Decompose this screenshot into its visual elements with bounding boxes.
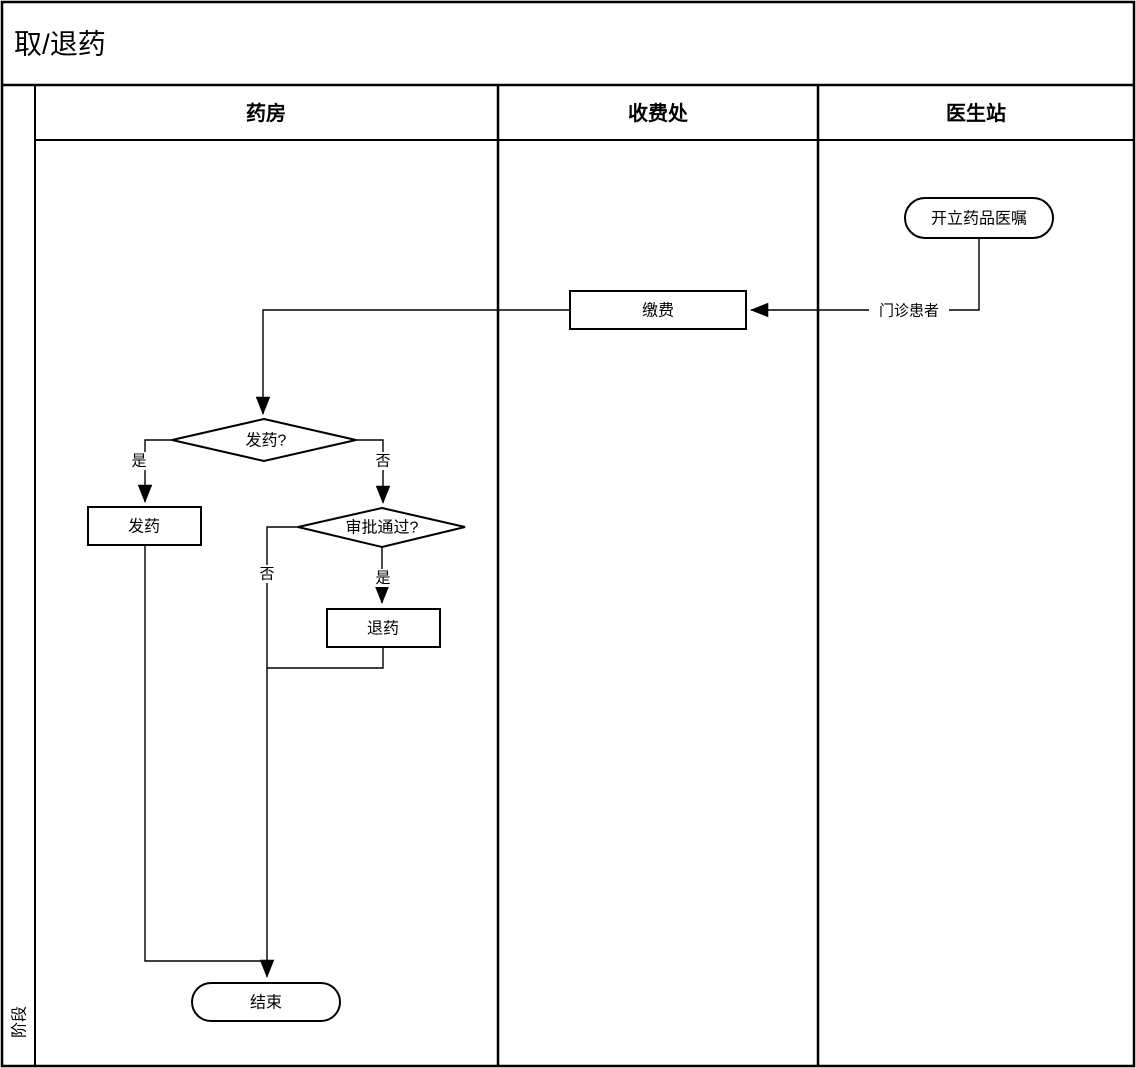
pay-process-shape — [569, 290, 747, 330]
outpatient-label-bg — [869, 301, 949, 320]
edge-dispense-to-end — [144, 545, 267, 962]
node-start: 开立药品医嘱 — [904, 197, 1054, 239]
node-approval-decision: 审批通过? — [297, 506, 466, 549]
edge-decision-no-to-approval — [356, 439, 391, 504]
node-end: 结束 — [191, 982, 341, 1022]
approval-decision-diamond — [297, 506, 466, 549]
start-node-label: 开立药品医嘱 — [931, 210, 1027, 228]
edge-label-no2: 否 — [259, 566, 274, 583]
node-pay: 缴费 — [569, 290, 747, 330]
start-terminator-shape — [904, 197, 1054, 239]
approval-decision-label: 审批通过? — [346, 519, 419, 537]
edge-label-group: 门诊患者 是 否 否 是 — [129, 301, 949, 587]
dispense-decision-diamond — [171, 417, 357, 463]
node-dispense-decision: 发药? — [171, 417, 357, 463]
yes2-label-bg — [373, 569, 393, 587]
edge-approval-no-to-end — [259, 526, 298, 978]
dispense-decision-label: 发药? — [246, 432, 287, 450]
phase-strip-label: 阶段 — [11, 1006, 29, 1038]
edge-label-yes1: 是 — [131, 453, 146, 470]
end-terminator-shape — [191, 982, 341, 1022]
end-node-label: 结束 — [250, 994, 282, 1012]
yes1-label-bg — [129, 452, 149, 470]
node-dispense: 发药 — [87, 506, 202, 546]
edge-start-to-pay — [750, 238, 980, 318]
edge-label-outpatient: 门诊患者 — [879, 303, 939, 320]
pay-node-label: 缴费 — [642, 302, 674, 320]
no2-label-bg — [257, 565, 277, 583]
edge-label-yes2: 是 — [375, 570, 390, 587]
edge-label-no1: 否 — [375, 453, 390, 470]
edges — [137, 238, 980, 978]
dispense-process-shape — [87, 506, 202, 546]
no1-label-bg — [373, 452, 393, 470]
edge-pay-to-dispense-decision — [255, 309, 570, 415]
refund-process-shape — [326, 608, 441, 648]
dispense-node-label: 发药 — [128, 518, 160, 536]
edge-refund-to-end — [267, 647, 384, 669]
lane-header-pharmacy: 药房 — [246, 101, 286, 125]
lane-header-cashier: 收费处 — [628, 101, 689, 125]
lane-header-doctor-station: 医生站 — [946, 101, 1006, 125]
edge-decision-yes-to-dispense — [137, 439, 172, 503]
refund-node-label: 退药 — [367, 620, 399, 638]
node-refund: 退药 — [326, 608, 441, 648]
diagram-title: 取/退药 — [14, 29, 106, 60]
